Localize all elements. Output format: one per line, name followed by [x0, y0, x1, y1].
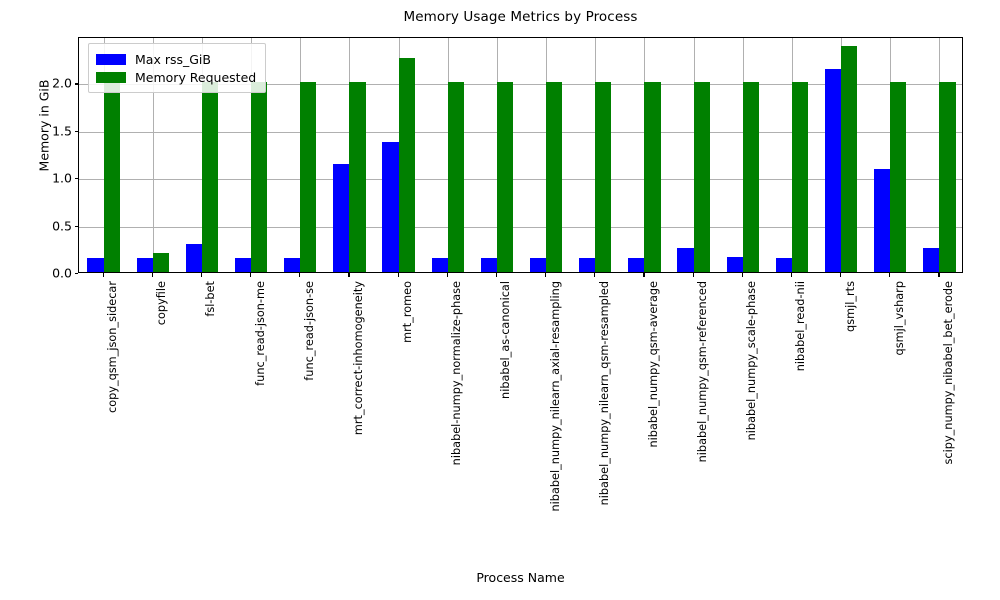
bar-memory-requested: [201, 82, 219, 272]
legend-item: Max rss_GiB: [96, 50, 256, 68]
x-axis-tick-mark: [446, 273, 448, 277]
bar-memory-requested: [349, 82, 366, 272]
bar-max-rss: [87, 257, 104, 272]
bar-max-rss: [234, 257, 252, 272]
bar-max-rss: [726, 256, 743, 272]
x-axis-tick-label: qsmjl_vsharp: [892, 281, 906, 356]
bar-max-rss: [136, 257, 153, 272]
bar-max-rss: [529, 257, 547, 272]
bar-max-rss: [923, 248, 940, 272]
bar-max-rss: [284, 257, 301, 272]
bar-memory-requested: [251, 82, 268, 272]
bar-memory-requested: [890, 82, 907, 272]
legend-swatch-memory-requested: [96, 71, 126, 83]
x-axis-tick-label: func_read-json-me: [253, 281, 267, 386]
x-axis-tick-label: scipy_numpy_nibabel_bet_erode: [941, 281, 955, 465]
bar-max-rss: [185, 243, 202, 272]
bar-max-rss: [333, 163, 350, 272]
x-axis-tick-mark: [151, 273, 153, 277]
x-axis-label: Process Name: [476, 570, 565, 585]
x-axis-tick-label: nibabel_read-nii: [794, 281, 808, 372]
x-axis-tick-mark: [790, 273, 792, 277]
x-axis-tick-label: nibabel_numpy_qsm-average: [646, 281, 660, 448]
gridline-horizontal: [79, 131, 962, 133]
x-axis-tick-label: fsl-bet: [204, 281, 218, 317]
y-axis-tick-mark: [74, 178, 78, 180]
bar-memory-requested: [546, 82, 563, 272]
x-axis-tick-mark: [102, 273, 104, 277]
x-axis-tick-mark: [348, 273, 350, 277]
x-axis-tick-label: nibabel-numpy_normalize-phase: [450, 281, 464, 466]
y-axis-tick-labels: 0.0 0.5 1.0 1.5 2.0: [22, 37, 72, 281]
chart-title: Memory Usage Metrics by Process: [403, 9, 638, 25]
bar-memory-requested: [300, 82, 317, 272]
x-axis-tick-label: qsmjl_rts: [843, 281, 857, 332]
bar-memory-requested: [742, 82, 759, 272]
bar-memory-requested: [644, 82, 661, 272]
y-axis-tick-label: 1.5: [52, 123, 72, 139]
legend-label-max-rss: Max rss_GiB: [135, 51, 211, 67]
bar-memory-requested: [152, 253, 169, 272]
y-axis-tick-mark: [74, 225, 78, 227]
bar-max-rss: [628, 257, 645, 272]
x-axis-tick-label: nibabel_numpy_nilearn_axial-resampling: [548, 281, 562, 512]
gridline-horizontal: [79, 84, 962, 86]
bar-memory-requested: [103, 82, 120, 272]
x-axis-tick-label: mrt_correct-inhomogeneity: [351, 281, 365, 436]
bar-memory-requested: [791, 82, 809, 272]
y-axis-tick-label: 2.0: [52, 75, 72, 91]
bar-memory-requested: [496, 82, 514, 272]
bar-max-rss: [677, 248, 694, 272]
x-axis-tick-label: copyfile: [155, 281, 169, 326]
x-axis-tick-label: func_read-json-se: [302, 281, 316, 381]
legend-swatch-max-rss: [96, 53, 126, 65]
y-axis-tick-label: 1.0: [52, 170, 72, 186]
gridline-vertical: [152, 38, 154, 272]
x-axis-tick-mark: [889, 273, 891, 277]
x-axis-tick-mark: [741, 273, 743, 277]
y-axis-tick-label: 0.0: [52, 265, 72, 281]
x-axis-tick-mark: [692, 273, 694, 277]
bar-memory-requested: [595, 82, 612, 272]
bar-max-rss: [824, 69, 842, 272]
bar-max-rss: [874, 168, 891, 272]
x-axis-tick-mark: [397, 273, 399, 277]
chart-legend: Max rss_GiB Memory Requested: [88, 43, 267, 93]
gridline-horizontal: [79, 226, 962, 228]
y-axis-tick-label: 0.5: [52, 218, 72, 234]
x-axis-tick-mark: [840, 273, 842, 277]
bar-memory-requested: [693, 82, 710, 272]
x-axis-tick-mark: [594, 273, 596, 277]
bar-max-rss: [775, 257, 792, 272]
bar-memory-requested: [841, 46, 858, 272]
plot-area: Max rss_GiB Memory Requested: [78, 37, 963, 273]
x-axis-tick-label: nibabel_as-canonical: [499, 281, 513, 399]
x-axis-tick-label: copy_qsm_json_sidecar: [106, 281, 120, 414]
x-axis-tick-mark: [495, 273, 497, 277]
legend-label-memory-requested: Memory Requested: [135, 69, 257, 85]
bar-max-rss: [480, 257, 497, 272]
x-axis-tick-mark: [299, 273, 301, 277]
bar-max-rss: [382, 142, 399, 272]
bar-memory-requested: [398, 57, 415, 272]
y-axis-tick-mark: [74, 273, 78, 275]
bar-memory-requested: [939, 82, 956, 272]
x-axis-tick-label: mrt_romeo: [401, 281, 415, 343]
x-axis-tick-mark: [250, 273, 252, 277]
bar-memory-requested: [447, 82, 464, 272]
x-axis-tick-mark: [938, 273, 940, 277]
bar-max-rss: [579, 257, 596, 272]
y-axis-tick-mark: [74, 83, 78, 85]
x-axis-tick-label: nibabel_numpy_qsm-referenced: [696, 281, 710, 463]
bar-max-rss: [431, 257, 448, 272]
x-axis-tick-mark: [545, 273, 547, 277]
x-axis-tick-mark: [643, 273, 645, 277]
legend-item: Memory Requested: [96, 68, 256, 86]
x-axis-tick-label: nibabel_numpy_scale-phase: [745, 281, 759, 441]
y-axis-tick-mark: [74, 130, 78, 132]
x-axis-tick-label: nibabel_numpy_nilearn_qsm-resampled: [597, 281, 611, 506]
x-axis-tick-mark: [200, 273, 202, 277]
y-axis-label: Memory in GiB: [36, 79, 52, 172]
gridline-horizontal: [79, 179, 962, 181]
